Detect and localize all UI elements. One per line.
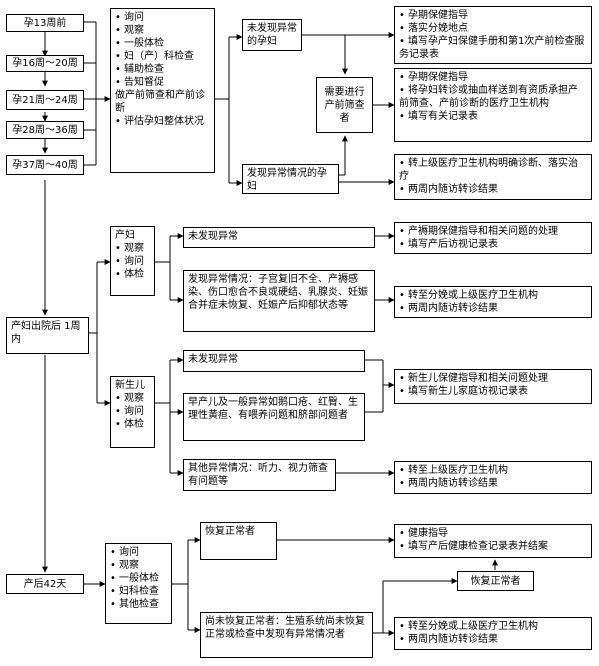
output-item: •孕期保健指导	[399, 72, 468, 83]
stage-3: 孕21周～24周	[6, 90, 84, 110]
day42-recovered-again: 恢复正常者	[457, 571, 534, 591]
newborn-minor-abnormal: 早产儿及一般异常如鹅口疮、红臀、生理性黄疸、有喂养问题和脐部问题者	[183, 393, 365, 441]
stage-4: 孕28周～36周	[6, 121, 84, 139]
day42-check-list: •询问 •观察 •一般体检 •妇科检查 •其他检查	[105, 543, 172, 624]
output-item: •填写产后健康检查记录表并结案	[399, 541, 548, 552]
output-item: •将孕妇转诊或抽血样送到有资质承担产前筛查、产前诊断的医疗卫生机构	[399, 85, 578, 109]
check-item: •妇科检查	[110, 586, 159, 597]
mother-box: 产妇 •观察 •询问 •体检	[110, 226, 155, 296]
output-item: •健康指导	[399, 528, 448, 539]
pregnancy-output-abnormal: •转上级医疗卫生机构明确诊断、落实治疗 •两周内随访转诊结果	[394, 154, 592, 200]
output-item: •转至分娩或上级医疗卫生机构	[399, 290, 538, 301]
check-item: 做产前筛查和产前诊断	[115, 90, 205, 114]
pregnancy-output-normal: •孕期保健指导 •落实分娩地点 •填写孕产妇保健手册和第1次产前检查服务记录表	[394, 6, 592, 64]
check-item: •询问	[110, 547, 139, 558]
output-item: •两周内随访转诊结果	[399, 303, 498, 314]
output-item: •落实分娩地点	[399, 23, 468, 34]
pregnancy-check-list: •询问 •观察 •一般体检 •妇（产）科检查 •辅助检查 •告知督促 做产前筛查…	[110, 8, 215, 173]
output-item: •填写有关记录表	[399, 111, 478, 122]
check-item: •询问	[115, 12, 144, 23]
pregnancy-output-screening: •孕期保健指导 •将孕妇转诊或抽血样送到有资质承担产前筛查、产前诊断的医疗卫生机…	[394, 68, 592, 142]
stage-2: 孕16周～20周	[6, 55, 84, 72]
newborn-output-other: •转至上级医疗卫生机构 •两周内随访转诊结果	[394, 461, 592, 494]
day42-output-not-recovered: •转至分娩或上级医疗卫生机构 •两周内随访转诊结果	[394, 617, 592, 650]
output-item: •填写产后访视记录表	[399, 239, 498, 250]
stage-label: 孕28周～36周	[12, 124, 78, 136]
output-item: •两周内随访转诊结果	[399, 184, 498, 195]
check-item: •观察	[115, 243, 144, 254]
output-item: •转至上级医疗卫生机构	[399, 465, 508, 476]
check-item: •询问	[115, 256, 144, 267]
day42-output-recovered: •健康指导 •填写产后健康检查记录表并结案	[394, 524, 592, 558]
output-item: •填写新生儿家庭访视记录表	[399, 386, 528, 397]
check-item: •辅助检查	[115, 64, 164, 75]
check-item: •妇（产）科检查	[115, 51, 194, 62]
mother-output-normal: •产褥期保健指导和相关问题的处理 •填写产后访视记录表	[394, 222, 592, 254]
newborn-box: 新生儿 •观察 •询问 •体检	[110, 376, 155, 448]
newborn-output-normal: •新生儿保健指导和相关问题处理 •填写新生儿家庭访视记录表	[394, 369, 592, 404]
mother-output-abnormal: •转至分娩或上级医疗卫生机构 •两周内随访转诊结果	[394, 286, 592, 318]
newborn-no-abnormal: 未发现异常	[183, 350, 365, 372]
mother-abnormal: 发现异常情况：子宫复旧不全、产褥感染、伤口愈合不良或硬结、乳腺炎、妊娠合并症未恢…	[183, 270, 375, 332]
stage-label: 孕21周～24周	[12, 94, 78, 106]
day42-title: 产后42天	[6, 574, 84, 594]
check-item: •观察	[110, 560, 139, 571]
stage-1: 孕13周前	[6, 14, 84, 32]
output-item: •孕期保健指导	[399, 10, 468, 21]
output-item: •产褥期保健指导和相关问题的处理	[399, 226, 558, 237]
check-item: •一般体检	[115, 38, 164, 49]
output-item: •转至分娩或上级医疗卫生机构	[399, 621, 538, 632]
check-item: •体检	[115, 269, 144, 280]
output-item: •填写孕产妇保健手册和第1次产前检查服务记录表	[399, 36, 585, 60]
check-item: •其他检查	[110, 599, 159, 610]
newborn-other-abnormal: 其他异常情况：听力、视力筛查有问题等	[183, 459, 336, 491]
pregnancy-abnormal: 发现异常情况的孕妇	[242, 164, 339, 194]
check-item: •询问	[115, 406, 144, 417]
check-item: •观察	[115, 393, 144, 404]
day42-recovered: 恢复正常者	[200, 522, 277, 560]
check-item: •告知督促	[115, 77, 164, 88]
output-item: •两周内随访转诊结果	[399, 634, 498, 645]
prenatal-screening-needed: 需要进行产前筛查者	[316, 77, 373, 133]
check-item: •体检	[115, 419, 144, 430]
output-item: •两周内随访转诊结果	[399, 478, 498, 489]
stage-5: 孕37周～40周	[6, 155, 84, 175]
check-item: •评估孕妇整体状况	[115, 116, 204, 127]
stage-label: 孕13周前	[23, 17, 67, 29]
stage-label: 孕16周～20周	[12, 58, 78, 69]
postpartum-visit: 产妇出院后 1周内	[6, 317, 89, 354]
pregnancy-no-abnormal: 未发现异常的孕妇	[242, 19, 302, 51]
mother-title: 产妇	[115, 230, 135, 241]
newborn-title: 新生儿	[115, 380, 145, 391]
mother-no-abnormal: 未发现异常	[183, 227, 375, 248]
stage-label: 孕37周～40周	[12, 159, 78, 171]
day42-not-recovered: 尚未恢复正常者：生殖系统尚未恢复正常或检查中发现有异常情况者	[200, 612, 373, 658]
output-item: •新生儿保健指导和相关问题处理	[399, 373, 548, 384]
check-item: •观察	[115, 25, 144, 36]
output-item: •转上级医疗卫生机构明确诊断、落实治疗	[399, 158, 578, 182]
check-item: •一般体检	[110, 573, 159, 584]
